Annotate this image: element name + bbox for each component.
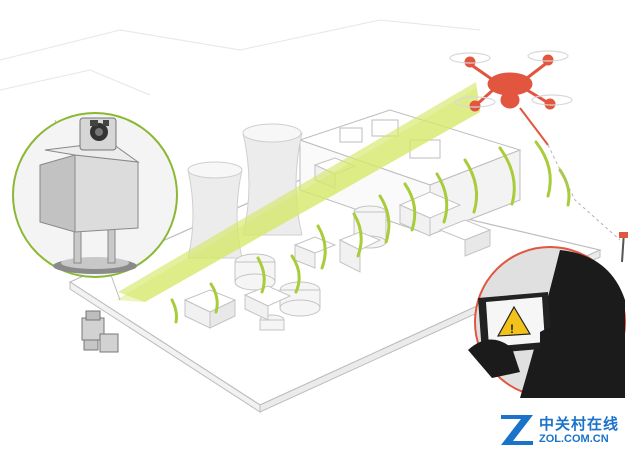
ground-laser-device [81,310,119,353]
operator-hand-right [540,327,570,368]
zol-watermark: 中关村在线 ZOL.COM.CN [499,411,633,449]
tablet-device: ! [478,292,552,354]
laser-beam [116,82,480,302]
turret-callout [12,112,178,301]
watermark-brand-cn: 中关村在线 [539,415,620,433]
watermark-brand-en: ZOL.COM.CN [539,433,609,445]
remote-pilot-icon [619,231,628,263]
warning-triangle-icon [496,305,532,337]
drone-propellers [449,50,573,108]
tablet-callout: ! [468,246,626,398]
quadcopter-drone [464,54,556,112]
svg-text:!: ! [510,322,514,336]
laser-turret-icon [39,117,140,274]
zol-logo-icon [501,415,533,445]
background-outline [0,19,481,96]
drone-control-link [519,107,628,263]
operator-hand [468,339,520,378]
jamming-signal-arcs [170,140,571,324]
